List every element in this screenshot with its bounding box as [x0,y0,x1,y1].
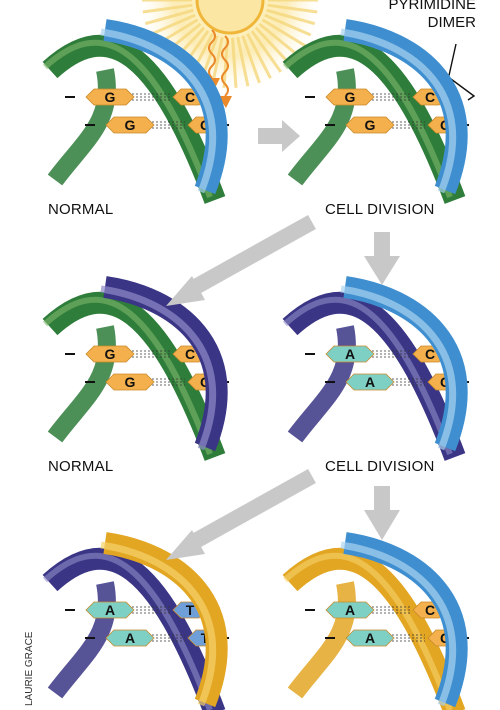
base-letter: G [365,117,376,133]
label-cell-division-1: CELL DIVISION [325,201,435,218]
base-letter: A [345,602,355,618]
base-letter: T [201,630,210,646]
base-letter: C [200,374,210,390]
base-letter: C [425,346,435,362]
base-letter: G [345,89,356,105]
arrow-diagonal-icon [166,469,316,560]
panel-mutated: A T A T [42,532,229,710]
base-letter: C [440,630,450,646]
base-letter: A [365,374,375,390]
panel-dimer-1: G C G C [282,19,469,204]
label-cell-division-2: CELL DIVISION [325,458,435,475]
base-letter: C [440,117,450,133]
base-left: G [325,88,375,106]
base-letter: G [105,346,116,362]
callout-line1: PYRIMIDINE [388,0,476,13]
base-letter: G [105,89,116,105]
base-left: G [105,116,155,134]
label-normal-2: NORMAL [48,458,114,475]
arrow-down-icon [364,486,400,540]
base-letter: C [185,346,195,362]
panel-normal-2: G C G C [42,276,229,461]
base-letter: C [425,89,435,105]
base-left: A [85,601,135,619]
panel-dimer-3: A C A C [282,532,469,710]
base-left: A [325,601,375,619]
base-left: A [345,629,395,647]
base-letter: A [105,602,115,618]
base-letter: A [345,346,355,362]
base-letter: C [185,89,195,105]
base-letter: G [125,117,136,133]
base-letter: C [440,374,450,390]
arrow-down-icon [364,232,400,285]
pyrimidine-dimer-label: PYRIMIDINE DIMER [360,0,476,32]
credit-text: LAURIE GRACE [24,631,35,706]
label-normal-1: NORMAL [48,201,114,218]
base-letter: A [365,630,375,646]
base-letter: T [186,602,195,618]
base-left: G [345,116,395,134]
arrow-diagonal-icon [166,215,316,306]
base-left: A [345,373,395,391]
base-letter: A [125,630,135,646]
base-left: G [105,373,155,391]
base-left: G [85,345,135,363]
panel-dimer-2: A C A C [282,276,469,461]
panel-normal-1: G C G C [42,19,229,204]
base-left: A [105,629,155,647]
base-letter: G [125,374,136,390]
base-letter: C [200,117,210,133]
base-left: A [325,345,375,363]
base-letter: C [425,602,435,618]
base-left: G [85,88,135,106]
callout-line2: DIMER [427,14,476,31]
arrow-right-icon [258,120,300,152]
